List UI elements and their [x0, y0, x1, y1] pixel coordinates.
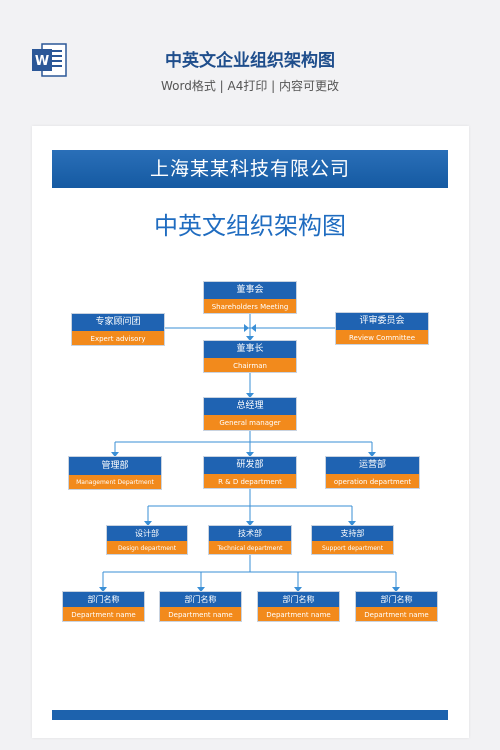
node-management-en: Management Department — [69, 475, 161, 489]
node-management: 管理部 Management Department — [68, 456, 162, 490]
chart-title: 中英文组织架构图 — [154, 212, 346, 240]
node-chairman-cn: 董事长 — [204, 341, 296, 358]
node-review-cn: 评审委员会 — [336, 313, 428, 330]
node-board-cn: 董事会 — [204, 282, 296, 299]
page-title: 中英文企业组织架构图 — [165, 51, 335, 71]
node-board: 董事会 Shareholders Meeting — [203, 281, 297, 314]
arrow-to-dept3 — [294, 587, 302, 592]
arrow-to-technical — [246, 521, 254, 526]
node-technical: 技术部 Technical department — [208, 525, 292, 555]
node-design-cn: 设计部 — [107, 526, 187, 541]
arrow-to-center-left — [244, 324, 249, 332]
footer-bar — [52, 710, 448, 720]
node-dept-3: 部门名称 Department name — [257, 591, 340, 622]
node-design: 设计部 Design department — [106, 525, 188, 555]
node-management-cn: 管理部 — [69, 457, 161, 475]
node-gm-cn: 总经理 — [204, 398, 296, 415]
node-advisory-en: Expert advisory — [72, 331, 164, 345]
node-dept-2-cn: 部门名称 — [160, 592, 241, 607]
arrow-to-dept2 — [197, 587, 205, 592]
arrow-to-management — [111, 452, 119, 457]
arrow-to-rd — [246, 452, 254, 457]
node-dept-4: 部门名称 Department name — [355, 591, 438, 622]
node-rd-cn: 研发部 — [204, 457, 296, 474]
svg-text:W: W — [35, 54, 49, 69]
node-rd-en: R & D department — [204, 474, 296, 488]
page-subtitle: Word格式 | A4打印 | 内容可更改 — [160, 79, 340, 93]
arrow-to-design — [144, 521, 152, 526]
arrow-to-gm — [246, 393, 254, 398]
node-support: 支持部 Support department — [311, 525, 394, 555]
node-support-cn: 支持部 — [312, 526, 393, 541]
node-operation-cn: 运营部 — [326, 457, 419, 474]
node-technical-en: Technical department — [209, 541, 291, 554]
node-dept-1-cn: 部门名称 — [63, 592, 144, 607]
node-dept-3-cn: 部门名称 — [258, 592, 339, 607]
node-review: 评审委员会 Review Committee — [335, 312, 429, 345]
node-gm-en: General manager — [204, 415, 296, 430]
arrow-to-dept4 — [392, 587, 400, 592]
node-chairman: 董事长 Chairman — [203, 340, 297, 373]
arrow-to-support — [348, 521, 356, 526]
node-rd: 研发部 R & D department — [203, 456, 297, 489]
node-design-en: Design department — [107, 541, 187, 554]
node-board-en: Shareholders Meeting — [204, 299, 296, 313]
arrow-to-center-right — [251, 324, 256, 332]
node-dept-2: 部门名称 Department name — [159, 591, 242, 622]
company-banner: 上海某某科技有限公司 — [52, 150, 448, 188]
node-dept-1-en: Department name — [63, 607, 144, 621]
node-support-en: Support department — [312, 541, 393, 554]
word-icon: W — [32, 43, 67, 77]
node-dept-3-en: Department name — [258, 607, 339, 621]
node-review-en: Review Committee — [336, 330, 428, 344]
arrow-to-dept1 — [99, 587, 107, 592]
node-general-manager: 总经理 General manager — [203, 397, 297, 431]
node-advisory: 专家顾问团 Expert advisory — [71, 313, 165, 346]
node-operation: 运营部 operation department — [325, 456, 420, 489]
arrow-to-operation — [368, 452, 376, 457]
node-dept-2-en: Department name — [160, 607, 241, 621]
node-advisory-cn: 专家顾问团 — [72, 314, 164, 331]
node-chairman-en: Chairman — [204, 358, 296, 372]
node-operation-en: operation department — [326, 474, 419, 488]
node-dept-4-en: Department name — [356, 607, 437, 621]
node-dept-1: 部门名称 Department name — [62, 591, 145, 622]
arrow-to-chairman — [246, 336, 254, 341]
node-dept-4-cn: 部门名称 — [356, 592, 437, 607]
node-technical-cn: 技术部 — [209, 526, 291, 541]
